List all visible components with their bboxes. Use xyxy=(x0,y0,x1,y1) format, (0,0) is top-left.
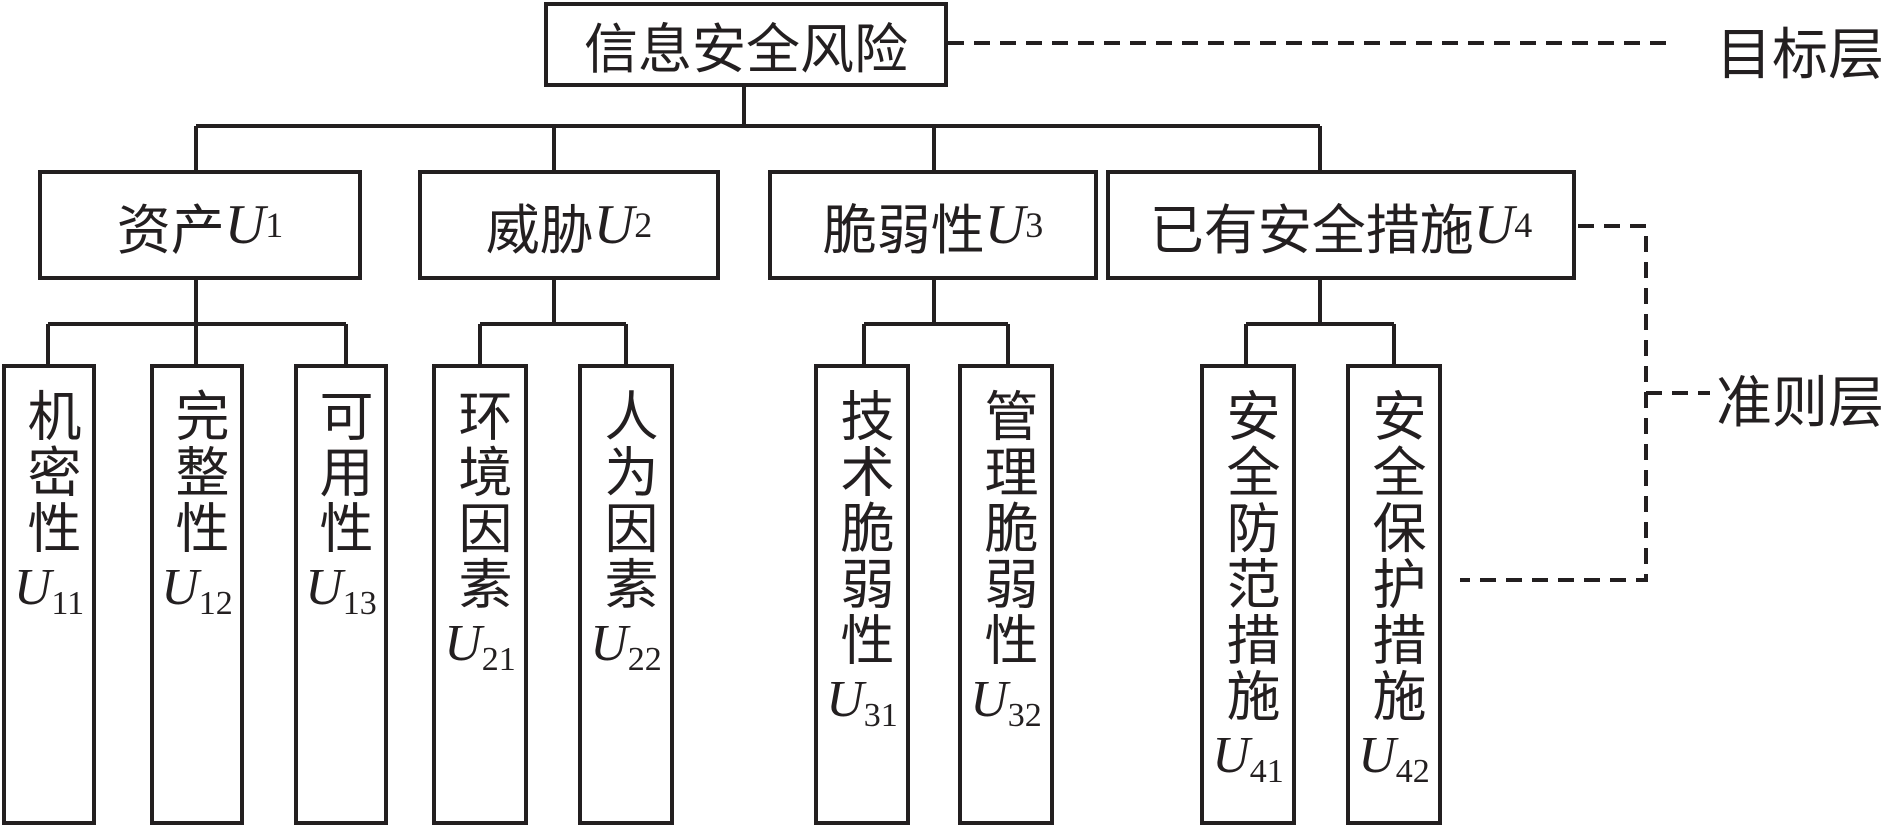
leaf-code-wrap: U42 xyxy=(1358,728,1430,800)
leaf-label: 可用性 xyxy=(310,388,373,556)
criteria-code: U xyxy=(984,194,1026,256)
leaf-code: U xyxy=(1358,727,1396,784)
leaf-sub: 12 xyxy=(198,585,233,622)
root-node: 信息安全风险 xyxy=(544,2,948,87)
leaf-code-wrap: U31 xyxy=(826,672,898,744)
leaf-code-wrap: U21 xyxy=(444,616,516,688)
leaf-node-technical-vulnerability: 技术脆弱性 U31 xyxy=(814,364,910,825)
leaf-code-wrap: U41 xyxy=(1212,728,1284,800)
leaf-label: 完整性 xyxy=(166,388,229,556)
leaf-node-environmental: 环境因素 U21 xyxy=(432,364,528,825)
leaf-node-integrity: 完整性 U12 xyxy=(150,364,244,825)
leaf-node-confidentiality: 机密性 U11 xyxy=(2,364,96,825)
criteria-code: U xyxy=(224,194,266,256)
leaf-sub: 11 xyxy=(51,585,85,622)
leaf-label: 安全保护措施 xyxy=(1363,388,1426,724)
leaf-node-management-vulnerability: 管理脆弱性 U32 xyxy=(958,364,1054,825)
criteria-label: 威胁 xyxy=(485,198,594,262)
leaf-code-wrap: U22 xyxy=(590,616,662,688)
leaf-label: 管理脆弱性 xyxy=(975,388,1038,668)
leaf-sub: 41 xyxy=(1249,753,1284,790)
criteria-sub: 4 xyxy=(1514,205,1533,245)
leaf-node-availability: 可用性 U13 xyxy=(294,364,388,825)
leaf-code: U xyxy=(1212,727,1250,784)
leaf-code: U xyxy=(444,615,482,672)
criteria-sub: 2 xyxy=(634,205,653,245)
leaf-code: U xyxy=(826,671,864,728)
leaf-node-prevention-measures: 安全防范措施 U41 xyxy=(1200,364,1296,825)
root-label: 信息安全风险 xyxy=(584,18,908,81)
leaf-sub: 42 xyxy=(1395,753,1430,790)
leaf-sub: 31 xyxy=(863,697,898,734)
leaf-sub: 22 xyxy=(627,641,662,678)
leaf-code: U xyxy=(970,671,1008,728)
leaf-node-human: 人为因素 U22 xyxy=(578,364,674,825)
leaf-label: 安全防范措施 xyxy=(1217,388,1280,724)
leaf-code-wrap: U12 xyxy=(161,560,233,632)
leaf-label: 人为因素 xyxy=(595,388,658,612)
criteria-label: 已有安全措施 xyxy=(1149,198,1474,262)
criteria-sub: 1 xyxy=(265,205,284,245)
criteria-label: 资产 xyxy=(116,198,225,262)
leaf-label: 技术脆弱性 xyxy=(831,388,894,668)
criteria-code: U xyxy=(1473,194,1515,256)
leaf-sub: 13 xyxy=(342,585,377,622)
leaf-code: U xyxy=(305,559,343,616)
leaf-code-wrap: U32 xyxy=(970,672,1042,744)
leaf-code-wrap: U13 xyxy=(305,560,377,632)
leaf-node-protection-measures: 安全保护措施 U42 xyxy=(1346,364,1442,825)
criteria-sub: 3 xyxy=(1025,205,1044,245)
criteria-layer-label: 准则层 xyxy=(1716,371,1884,436)
leaf-label: 环境因素 xyxy=(449,388,512,612)
criteria-code: U xyxy=(593,194,635,256)
leaf-code-wrap: U11 xyxy=(14,560,84,632)
leaf-code: U xyxy=(13,559,52,616)
leaf-sub: 21 xyxy=(481,641,516,678)
leaf-code: U xyxy=(161,559,199,616)
goal-layer-label: 目标层 xyxy=(1716,23,1884,88)
leaf-code: U xyxy=(590,615,628,672)
leaf-label: 机密性 xyxy=(18,388,81,556)
leaf-sub: 32 xyxy=(1007,697,1042,734)
criteria-label: 脆弱性 xyxy=(822,198,985,262)
